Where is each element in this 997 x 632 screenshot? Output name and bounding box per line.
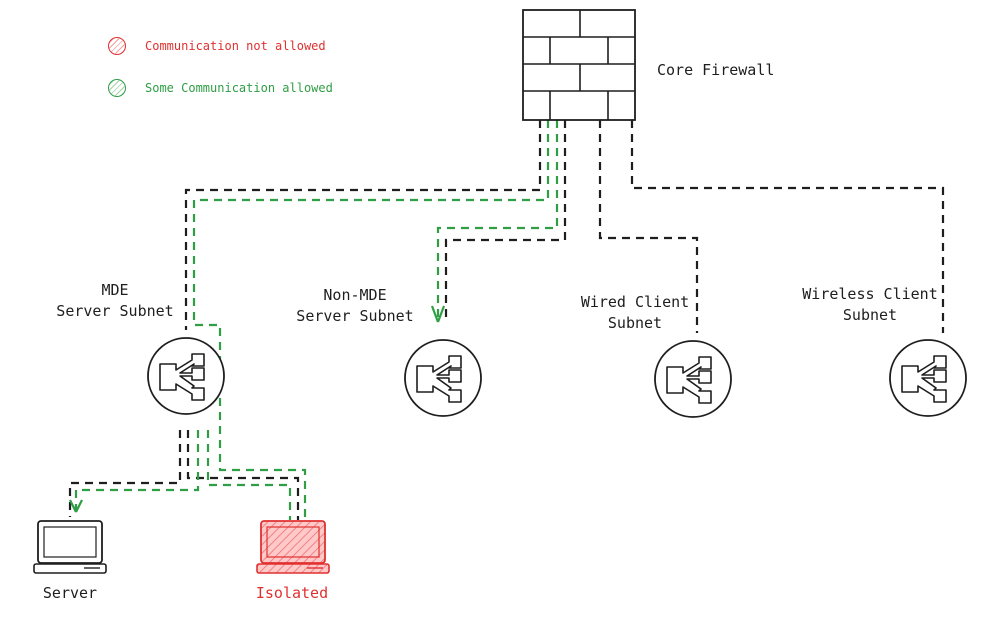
legend-not-allowed-swatch — [108, 37, 126, 55]
legend-not-allowed-label: Communication not allowed — [145, 39, 326, 53]
firewall-label: Core Firewall — [657, 61, 775, 79]
wireless-client-subnet-label-line1: Wireless Client — [802, 285, 938, 303]
non-mde-server-subnet-label-line1: Non-MDE — [323, 286, 387, 304]
allowed-path-firewall-mde — [192, 120, 550, 520]
mde-server-subnet-label: MDE Server Subnet — [30, 280, 200, 322]
link-mde-server — [68, 430, 182, 517]
isolated-label: Isolated — [255, 584, 329, 602]
allowed-path-mde-server — [74, 430, 200, 512]
non-mde-server-subnet-label: Non-MDE Server Subnet — [270, 285, 440, 327]
link-firewall-wired — [598, 120, 699, 333]
arrowhead-server — [69, 499, 83, 513]
legend-allowed-label: Some Communication allowed — [145, 81, 333, 95]
brick-wall-icon — [522, 9, 636, 121]
desktop-computer-icon-isolated — [256, 520, 330, 574]
legend-allowed-swatch — [108, 79, 126, 97]
link-firewall-nonmde — [444, 120, 567, 318]
network-switch-icon-mde — [147, 337, 225, 415]
arrowhead-nonmde — [430, 305, 446, 323]
wireless-client-subnet-label-line2: Subnet — [842, 306, 898, 324]
non-mde-server-subnet-label-line2: Server Subnet — [296, 307, 414, 325]
link-firewall-wireless — [630, 120, 945, 333]
link-mde-isolated — [186, 430, 300, 520]
wireless-client-subnet-label: Wireless Client Subnet — [790, 284, 950, 326]
link-firewall-mde — [184, 120, 542, 330]
desktop-computer-icon-server — [33, 520, 107, 574]
network-switch-icon-wired — [654, 340, 732, 418]
network-switch-icon-wireless — [889, 339, 967, 417]
mde-server-subnet-label-line2: Server Subnet — [56, 302, 174, 320]
wired-client-subnet-label-line2: Subnet — [607, 314, 663, 332]
mde-server-subnet-label-line1: MDE — [101, 281, 129, 299]
allowed-path-mde-isolated — [206, 430, 292, 520]
allowed-path-firewall-nonmde — [436, 120, 559, 322]
wired-client-subnet-label-line1: Wired Client — [580, 293, 690, 311]
server-label: Server — [42, 584, 98, 602]
network-switch-icon-nonmde — [404, 339, 482, 417]
wired-client-subnet-label: Wired Client Subnet — [560, 292, 710, 334]
